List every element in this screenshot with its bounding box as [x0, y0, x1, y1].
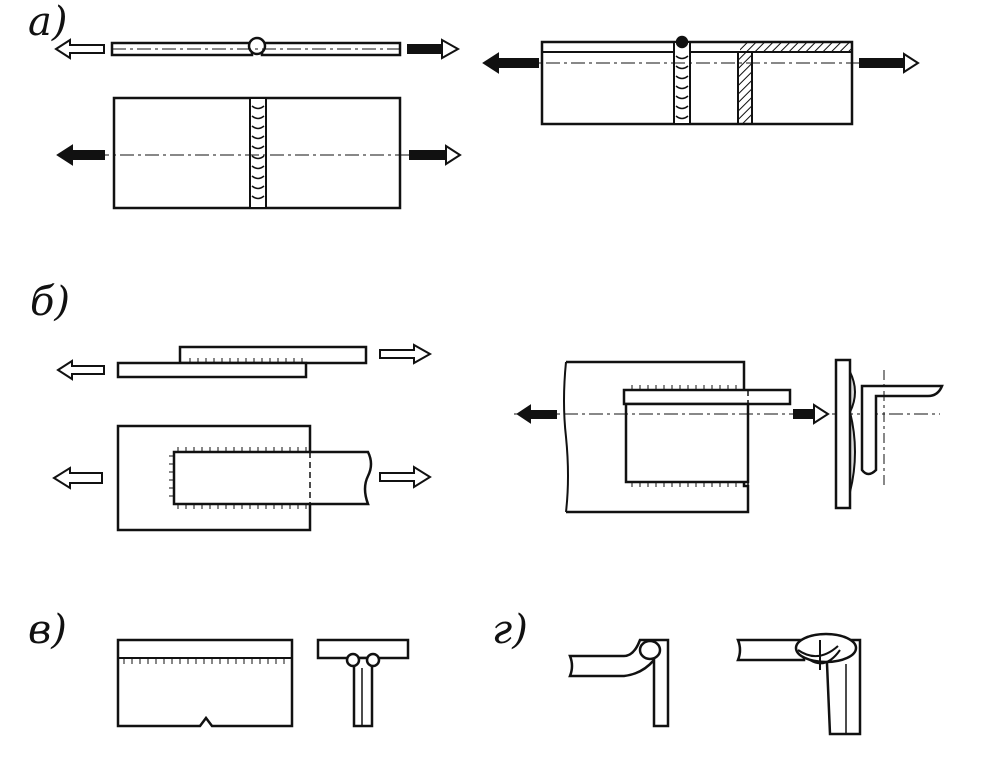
- label-b: б): [30, 279, 71, 325]
- arrow-left-icon: [56, 144, 105, 166]
- t-joint-weld: [673, 41, 691, 125]
- lap-joint-side-group: [56, 343, 433, 381]
- corner-joint-group: [568, 632, 862, 736]
- arrow-right-icon: [407, 38, 461, 60]
- fillet-t-web: [352, 656, 374, 728]
- arrow-right-icon: [859, 52, 920, 74]
- t-joint-plate: [540, 40, 854, 126]
- arrow-left-icon: [54, 38, 105, 60]
- lap-plate-lower: [116, 361, 308, 379]
- butt-weld-plan: [249, 97, 267, 209]
- arrow-left-icon: [52, 466, 103, 490]
- t-joint-section-group: [482, 35, 920, 126]
- label-v: в): [28, 607, 67, 653]
- arrow-right-icon: [409, 144, 462, 166]
- lap-joint-plan-group: [52, 424, 432, 532]
- arrow-right-icon: [793, 403, 830, 425]
- lap-t-strip: [622, 388, 792, 406]
- lap-plate-upper: [178, 345, 368, 365]
- label-a: а): [28, 0, 68, 45]
- arrow-right-icon: [379, 465, 432, 489]
- label-g: г): [492, 607, 528, 653]
- t-joint-web: [737, 51, 753, 125]
- arrow-left-icon: [516, 404, 557, 424]
- corner-joint-right: [736, 638, 806, 662]
- fillet-t-flange: [316, 638, 410, 660]
- lap-t-end-plate: [834, 358, 852, 510]
- corner-joint-left: [568, 638, 670, 728]
- lap-plan-inner-strip: [172, 450, 373, 506]
- lap-t-joint-group: [514, 358, 944, 514]
- fillet-plate: [116, 638, 294, 728]
- arrow-left-icon: [56, 359, 105, 381]
- arrow-right-icon: [379, 343, 433, 365]
- lap-t-angle-profile: [860, 384, 944, 476]
- butt-weld-side: [247, 36, 267, 56]
- butt-joint-top-view-group: [54, 36, 462, 210]
- fillet-joint-group: [116, 638, 410, 728]
- arrow-left-icon: [482, 52, 539, 74]
